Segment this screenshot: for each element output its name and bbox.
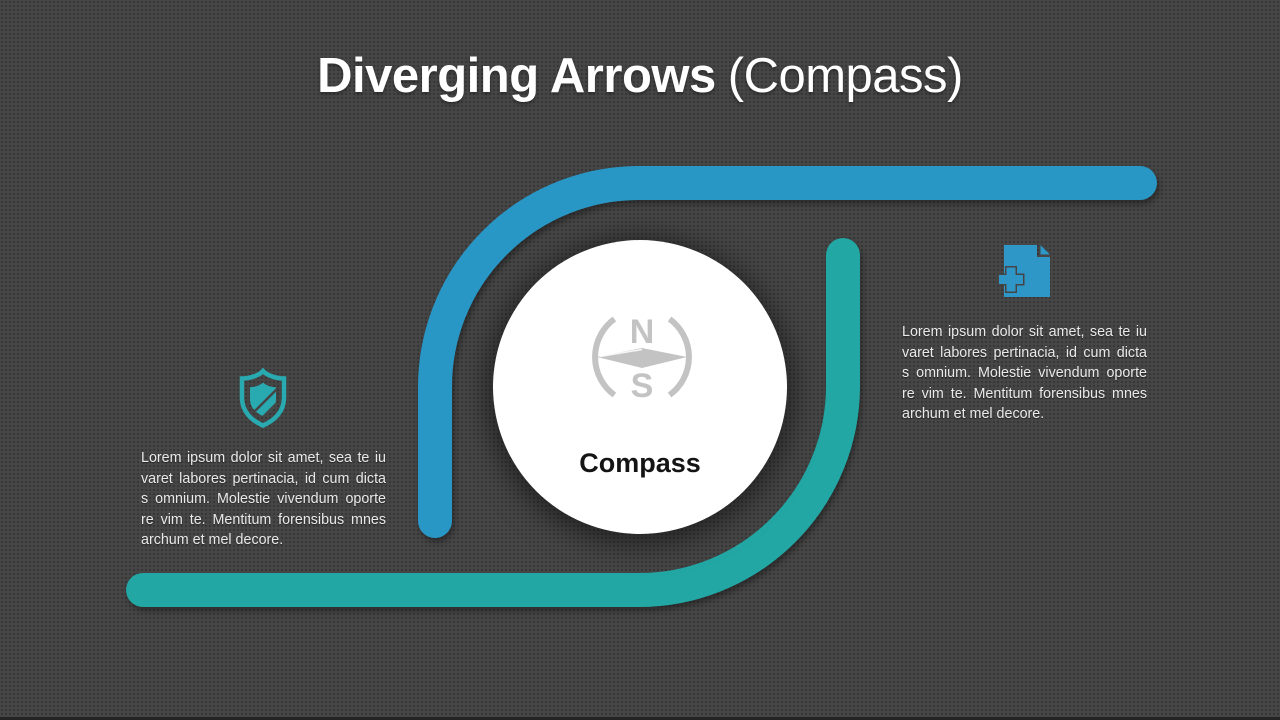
blue-arrow-path [418, 166, 1157, 538]
feature-right-text: Lorem ipsum dolor sit amet, sea te iu var… [902, 322, 1147, 425]
text-line: re vim te. Mentitum forensibus mnes [141, 511, 386, 528]
text-line: varet labores pertinacia, id cum dicta [902, 344, 1147, 361]
text-line: archum et mel decore. [902, 406, 1045, 422]
feature-left-text: Lorem ipsum dolor sit amet, sea te iu var… [141, 448, 386, 551]
compass-circle: N S Compass [493, 240, 787, 534]
shield-icon [239, 368, 287, 428]
text-line: archum et mel decore. [141, 532, 284, 548]
text-line: Lorem ipsum dolor sit amet, sea te iu [141, 450, 386, 466]
title-suffix: (Compass) [727, 49, 964, 103]
slide-title: Diverging Arrows(Compass) [0, 49, 1280, 104]
compass-label: Compass [579, 448, 701, 478]
title-main: Diverging Arrows [317, 49, 716, 103]
compass-rose-icon: N S [592, 313, 692, 405]
slide-bottom-edge [0, 717, 1280, 720]
text-line: Lorem ipsum dolor sit amet, sea te iu [902, 324, 1147, 340]
compass-north-letter: N [630, 313, 655, 351]
teal-arrow-path [126, 238, 860, 607]
text-line: re vim te. Mentitum forensibus mnes [902, 385, 1147, 402]
text-line: varet labores pertinacia, id cum dicta [141, 470, 386, 487]
add-document-icon [997, 245, 1050, 297]
text-line: s omnium. Molestie vivendum oporte [902, 365, 1147, 381]
compass-south-letter: S [631, 367, 654, 405]
text-line: s omnium. Molestie vivendum oporte [141, 491, 386, 507]
